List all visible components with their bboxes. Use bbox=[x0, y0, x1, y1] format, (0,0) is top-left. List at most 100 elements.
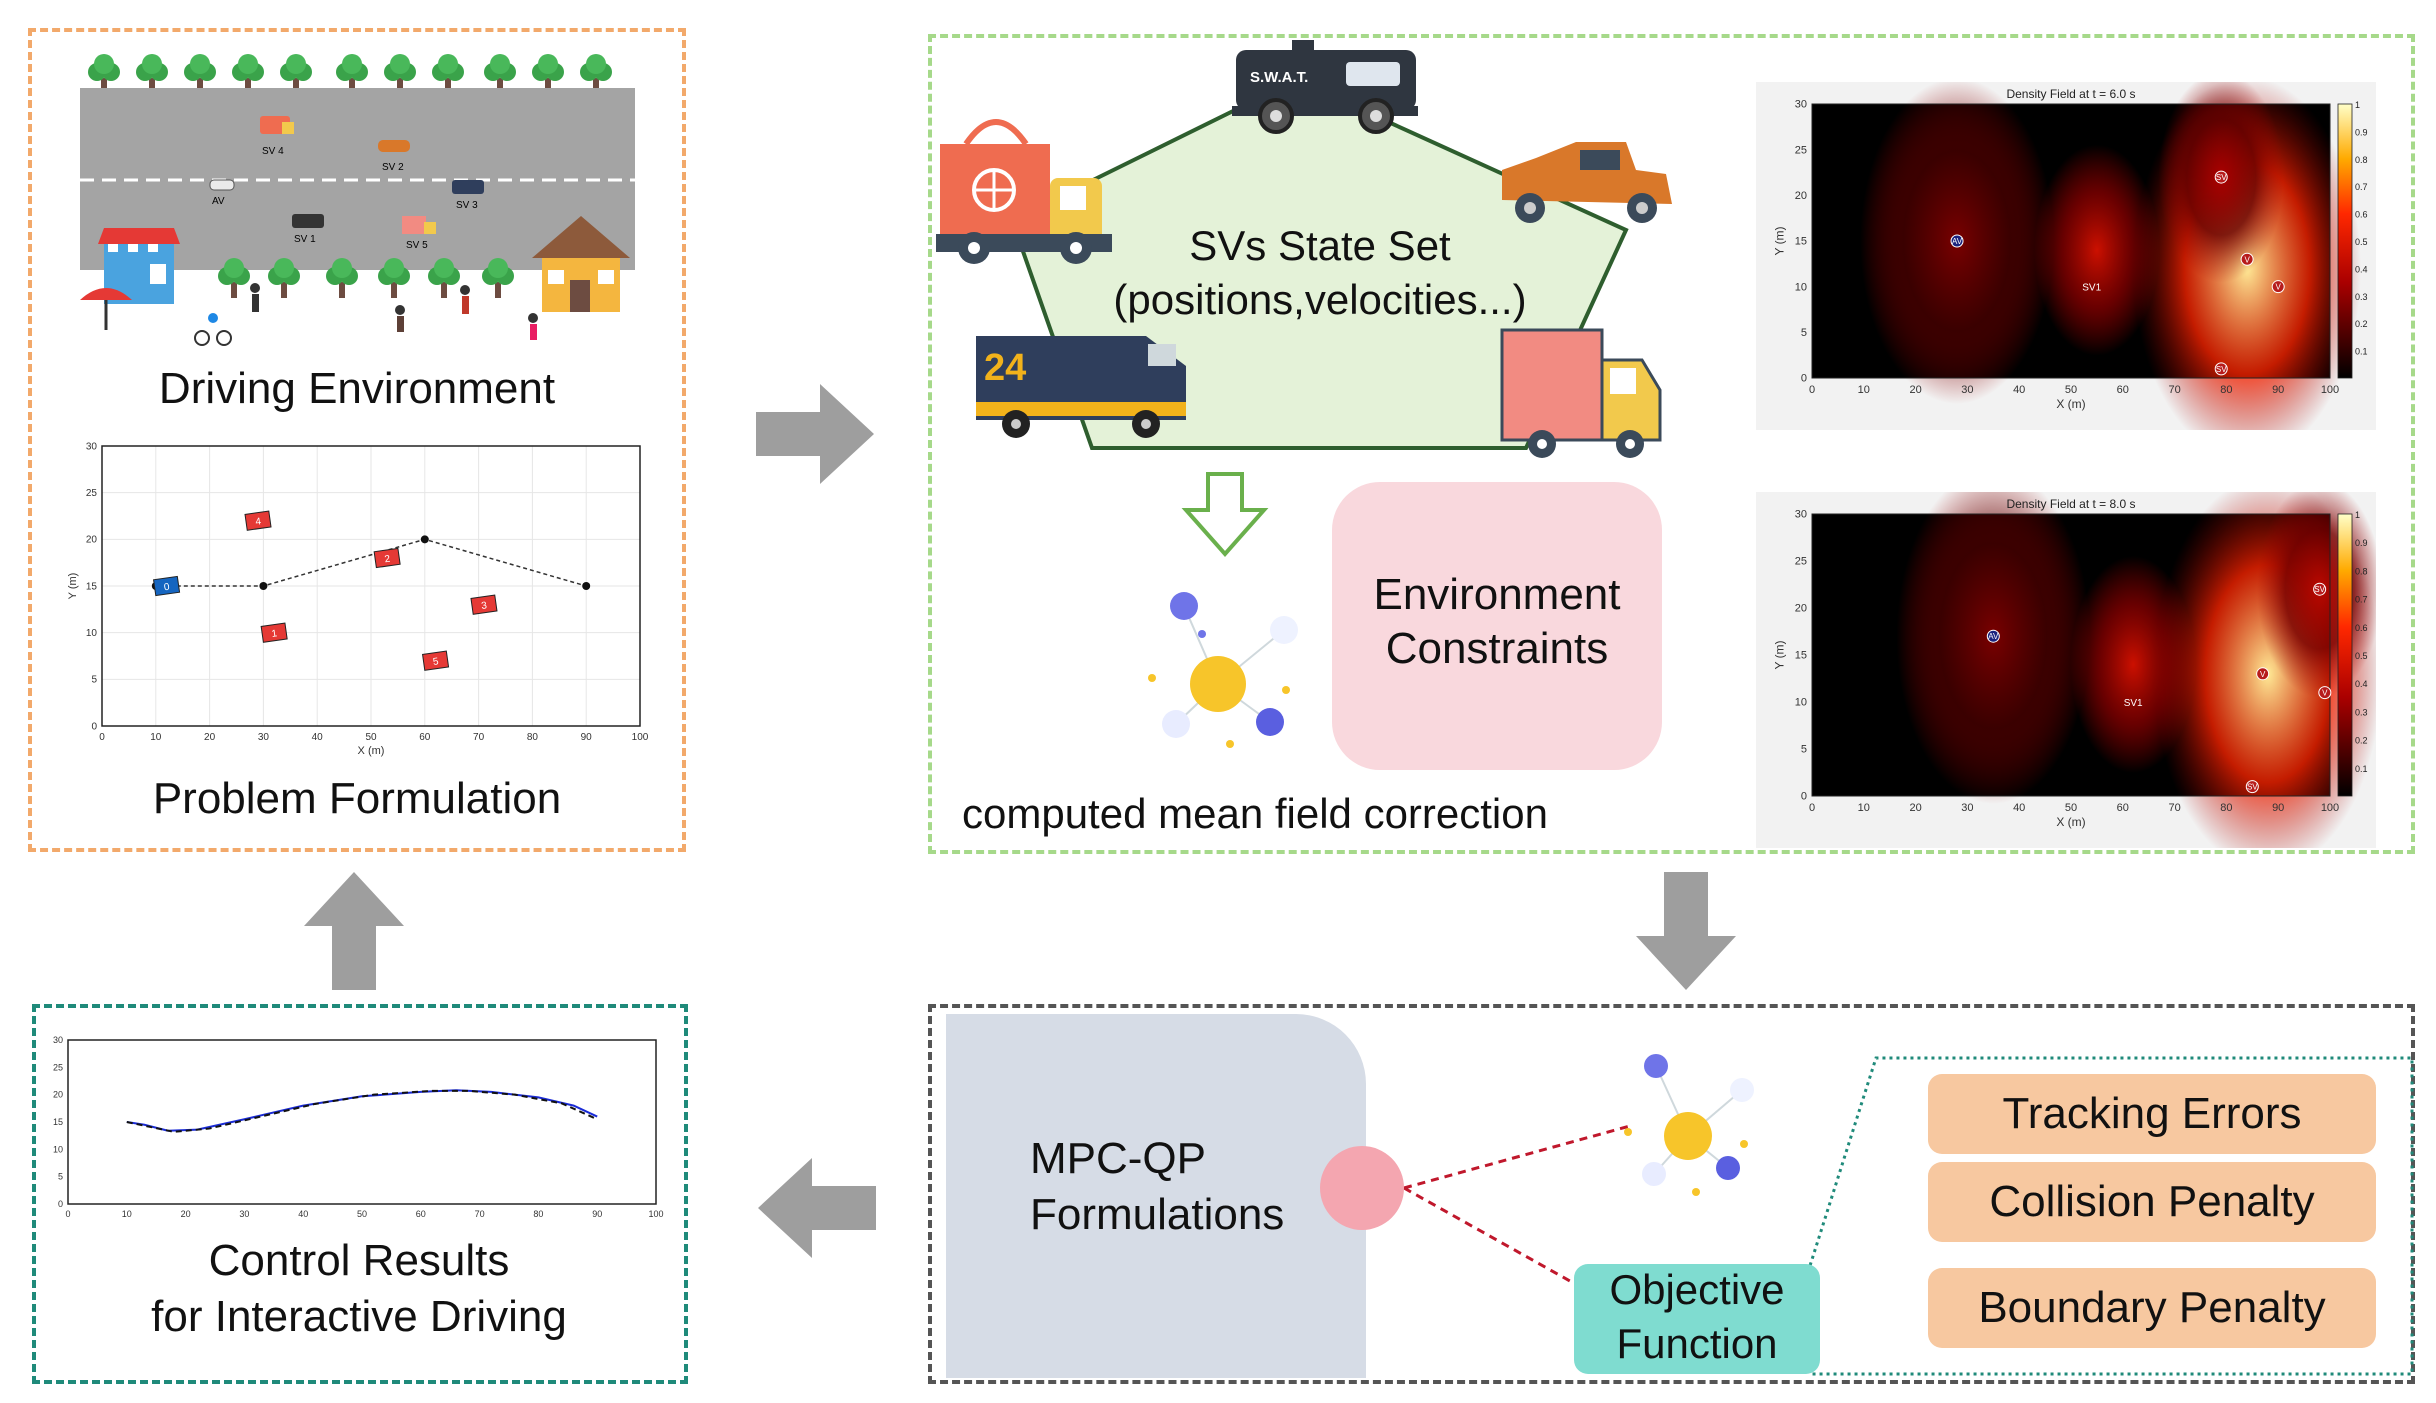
vehicle-box bbox=[470, 594, 498, 615]
x-tick-label: 50 bbox=[357, 1209, 367, 1219]
y-tick-label: 30 bbox=[1795, 99, 1807, 111]
mpc-title-line-2: Formulations bbox=[1030, 1190, 1285, 1239]
colorbar-tick-label: 0.7 bbox=[2355, 595, 2368, 605]
swat-label: S.W.A.T. bbox=[1250, 69, 1308, 86]
road-vehicle-sv1 bbox=[292, 214, 324, 228]
colorbar-tick-label: 0.6 bbox=[2355, 210, 2368, 220]
y-axis-label: Y (m) bbox=[67, 573, 79, 600]
driving-environment-label: Driving Environment bbox=[158, 364, 556, 413]
x-tick-label: 80 bbox=[533, 1209, 543, 1219]
colorbar-tick-label: 0.2 bbox=[2355, 736, 2368, 746]
y-tick-label: 25 bbox=[1795, 556, 1807, 568]
vehicle-marker bbox=[2318, 686, 2332, 700]
x-tick-label: 60 bbox=[416, 1209, 426, 1219]
road-label: SV 2 bbox=[382, 162, 404, 173]
delivery-truck-icon bbox=[936, 119, 1112, 264]
road-label: SV 4 bbox=[262, 146, 284, 157]
vehicle-id: 0 bbox=[163, 582, 170, 594]
vehicle-label: V bbox=[2260, 670, 2266, 679]
chart-title: Density Field at t = 8.0 s bbox=[2006, 497, 2135, 511]
x-tick-label: 70 bbox=[473, 732, 485, 743]
left-arrow-icon bbox=[758, 1158, 876, 1258]
vehicle-id: 3 bbox=[481, 600, 488, 612]
vehicle-label: V bbox=[2276, 283, 2282, 292]
waypoint bbox=[420, 535, 429, 544]
right-arrow-icon bbox=[756, 384, 874, 484]
x-tick-label: 80 bbox=[2220, 802, 2232, 814]
collision-penalty-term: Collision Penalty bbox=[1928, 1162, 2376, 1242]
waypoint bbox=[582, 582, 591, 590]
vehicle-marker bbox=[2256, 667, 2270, 681]
x-tick-label: 10 bbox=[1858, 384, 1870, 396]
road-vehicle-sv4 bbox=[260, 116, 294, 134]
x-tick-label: 90 bbox=[2272, 384, 2284, 396]
reference-path bbox=[155, 538, 587, 587]
y-tick-label: 0 bbox=[1801, 791, 1807, 803]
vehicle-id: 5 bbox=[432, 656, 439, 668]
x-tick-label: 80 bbox=[2220, 384, 2232, 396]
plot-frame bbox=[101, 445, 641, 727]
x-tick-label: 40 bbox=[2013, 802, 2025, 814]
mpc-node bbox=[1320, 1146, 1404, 1230]
vehicle-marker: 5 bbox=[421, 650, 450, 671]
house-building bbox=[532, 216, 630, 312]
y-tick-label: 10 bbox=[53, 1144, 63, 1154]
x-tick-label: 50 bbox=[365, 732, 377, 743]
y-tick-label: 0 bbox=[58, 1199, 63, 1209]
x-axis-label: X (m) bbox=[2056, 397, 2085, 411]
x-tick-label: 60 bbox=[2117, 802, 2129, 814]
particle-cluster-icon bbox=[1148, 592, 1298, 748]
reference-trajectory bbox=[126, 1089, 598, 1133]
down-arrow-icon bbox=[1181, 472, 1269, 558]
vehicle-marker bbox=[2214, 170, 2228, 184]
x-tick-label: 80 bbox=[527, 732, 539, 743]
vehicle-label: SV bbox=[2247, 783, 2258, 792]
x-tick-label: 0 bbox=[1809, 384, 1815, 396]
vehicle-label: AV bbox=[1952, 237, 1963, 246]
van-24-icon bbox=[976, 336, 1186, 438]
y-tick-label: 10 bbox=[1795, 697, 1807, 709]
colorbar bbox=[2337, 513, 2353, 797]
vehicle-label: SV bbox=[2314, 585, 2325, 594]
x-tick-label: 100 bbox=[2321, 384, 2339, 396]
colorbar-tick-label: 0.9 bbox=[2355, 538, 2368, 548]
vehicle-marker bbox=[1950, 234, 1964, 248]
x-tick-label: 0 bbox=[65, 1209, 70, 1219]
colorbar-tick-label: 0.1 bbox=[2355, 347, 2368, 357]
control-results-line-2: for Interactive Driving bbox=[151, 1292, 567, 1341]
road-label: SV 5 bbox=[406, 240, 428, 251]
vehicle-label: SV1 bbox=[2082, 283, 2101, 294]
y-tick-label: 5 bbox=[91, 675, 97, 686]
colorbar-tick-label: 0.8 bbox=[2355, 566, 2368, 576]
x-tick-label: 70 bbox=[475, 1209, 485, 1219]
plot-frame bbox=[1811, 513, 2331, 797]
vehicle-label: SV bbox=[2216, 365, 2227, 374]
vehicle-label: AV bbox=[1988, 632, 1999, 641]
chart-title: Density Field at t = 6.0 s bbox=[2006, 87, 2135, 101]
vehicle-marker: 0 bbox=[152, 575, 181, 597]
y-tick-label: 0 bbox=[91, 721, 97, 732]
vehicle-label: V bbox=[2244, 255, 2250, 264]
x-tick-label: 50 bbox=[2065, 802, 2077, 814]
state-set-title: SVs State Set bbox=[1189, 222, 1451, 269]
x-tick-label: 20 bbox=[181, 1209, 191, 1219]
x-tick-label: 30 bbox=[1961, 802, 1973, 814]
road-label: SV 3 bbox=[456, 200, 478, 211]
vehicle-marker bbox=[2240, 252, 2254, 266]
y-tick-label: 25 bbox=[53, 1062, 63, 1072]
colorbar-tick-label: 0.7 bbox=[2355, 182, 2368, 192]
x-tick-label: 30 bbox=[239, 1209, 249, 1219]
vehicle-box bbox=[244, 510, 272, 531]
vehicle-marker: 4 bbox=[244, 510, 272, 531]
colorbar-tick-label: 0.1 bbox=[2355, 764, 2368, 774]
colorbar-tick-label: 1 bbox=[2355, 510, 2360, 520]
state-set-subtitle: (positions,velocities...) bbox=[1113, 276, 1527, 323]
objective-function-box: Objective Function bbox=[1574, 1264, 1820, 1374]
x-axis-label: X (m) bbox=[2056, 815, 2085, 829]
environment-constraints-box: Environment Constraints bbox=[1332, 482, 1662, 770]
x-tick-label: 30 bbox=[258, 732, 270, 743]
vehicle-marker: 3 bbox=[470, 594, 498, 615]
y-tick-label: 0 bbox=[1801, 373, 1807, 385]
